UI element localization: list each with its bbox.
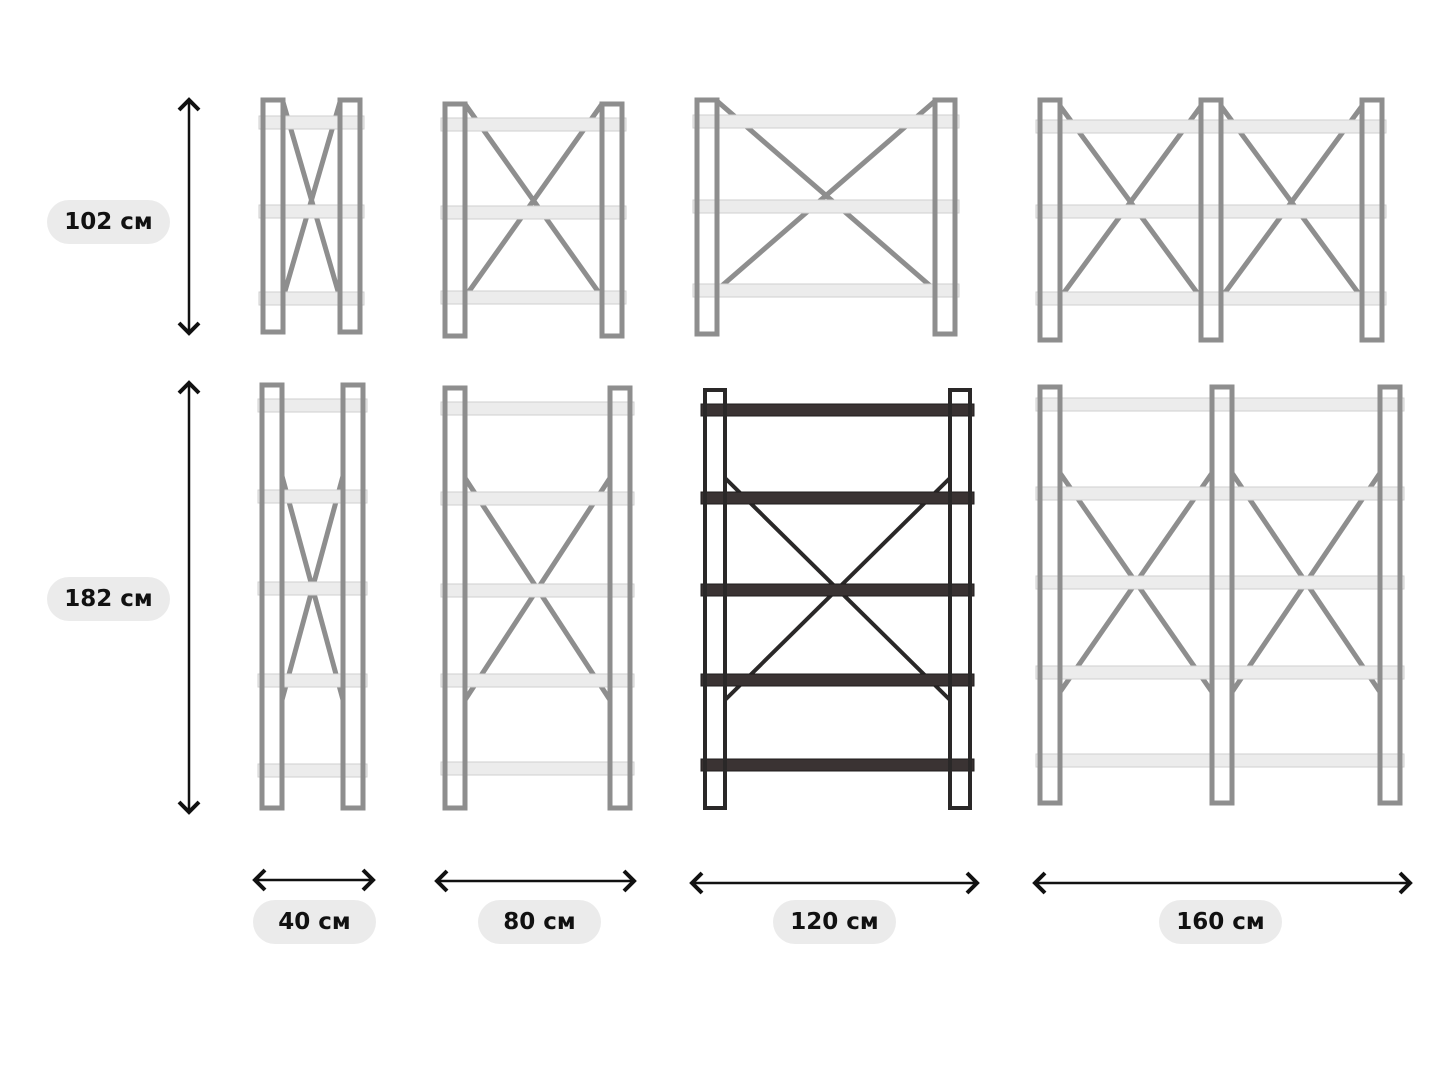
width-label-120: 120 см	[773, 900, 896, 944]
side-frame	[1037, 97, 1063, 343]
shelf-board	[700, 583, 975, 597]
cross-brace	[280, 101, 343, 299]
shelf-board	[1035, 204, 1387, 219]
shelf-board	[257, 489, 368, 504]
shelf-unit-160x182	[1035, 384, 1405, 806]
shelf-board	[1035, 753, 1405, 768]
shelf-board	[1035, 397, 1405, 412]
shelf-board	[258, 291, 365, 306]
shelf-board	[257, 763, 368, 778]
side-frame	[260, 97, 286, 335]
shelf-board	[1035, 665, 1405, 680]
side-frame	[1359, 97, 1385, 343]
shelf-board	[1035, 486, 1405, 501]
shelf-board	[257, 581, 368, 596]
shelf-board	[692, 114, 960, 129]
width-label-40: 40 см	[253, 900, 376, 944]
cross-brace	[715, 99, 937, 292]
side-frame	[607, 385, 633, 811]
shelf-unit-160x102	[1035, 97, 1387, 343]
width-label-80: 80 см	[478, 900, 601, 944]
shelf-board	[258, 204, 365, 219]
shelf-board	[1035, 119, 1387, 134]
shelf-board	[1035, 291, 1387, 306]
side-frame	[599, 101, 625, 339]
side-frame	[694, 97, 720, 337]
shelf-board	[440, 583, 635, 598]
side-frame	[932, 97, 958, 337]
side-frame	[259, 382, 285, 811]
shelf-unit-80x102	[440, 101, 627, 339]
shelf-board	[700, 491, 975, 505]
shelf-board	[700, 673, 975, 687]
shelf-board	[700, 403, 975, 417]
shelf-board	[440, 117, 627, 132]
shelf-board	[257, 398, 368, 413]
shelf-board	[258, 115, 365, 130]
side-frame	[703, 388, 727, 810]
side-frame	[1037, 384, 1063, 806]
height-label-102: 102 см	[47, 200, 170, 244]
side-frame	[340, 382, 366, 811]
shelf-unit-80x182	[440, 385, 635, 811]
cross-brace	[1218, 104, 1365, 300]
side-frame	[337, 97, 363, 335]
side-frame	[442, 101, 468, 339]
shelf-board	[692, 283, 960, 298]
shelf-board	[440, 673, 635, 688]
side-frame	[1377, 384, 1403, 806]
shelf-board	[440, 290, 627, 305]
shelf-board	[440, 761, 635, 776]
shelf-unit-40x182	[257, 382, 368, 811]
shelf-unit-120x182-dark	[700, 388, 975, 810]
cross-brace	[462, 102, 605, 299]
shelf-board	[700, 758, 975, 772]
width-label-160: 160 см	[1159, 900, 1282, 944]
shelf-unit-40x102	[258, 97, 365, 335]
shelf-board	[257, 673, 368, 688]
shelf-board	[440, 401, 635, 416]
side-frame	[442, 385, 468, 811]
cross-brace	[1057, 104, 1204, 300]
shelf-board	[440, 491, 635, 506]
height-label-182: 182 см	[47, 577, 170, 621]
shelf-board	[1035, 575, 1405, 590]
side-frame	[1209, 384, 1235, 806]
side-frame	[948, 388, 972, 810]
shelf-board	[440, 205, 627, 220]
shelf-unit-120x102	[692, 97, 960, 337]
side-frame	[1198, 97, 1224, 343]
shelf-board	[692, 199, 960, 214]
